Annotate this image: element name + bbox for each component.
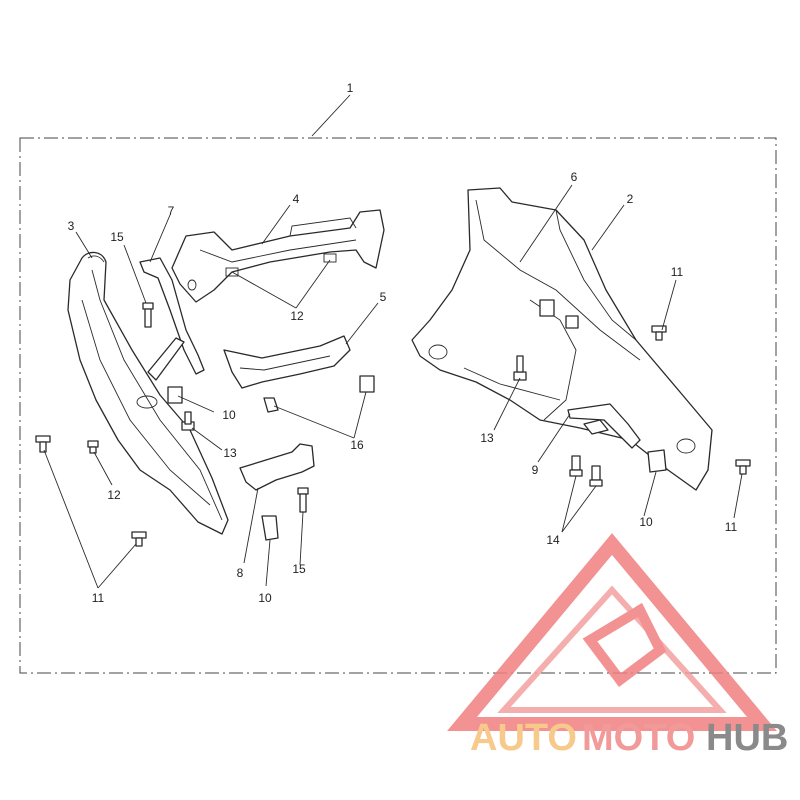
callout-14: 14	[546, 533, 560, 547]
screw-15-upper	[142, 302, 154, 328]
callout-15-a: 15	[110, 230, 124, 244]
screw-12-left	[87, 440, 99, 454]
nut-16	[359, 375, 375, 393]
watermark-logo	[447, 533, 777, 731]
callout-11-a: 11	[92, 591, 105, 605]
clip-6	[539, 299, 555, 317]
screw-14-a	[569, 455, 583, 477]
right-side-panel	[411, 187, 713, 491]
callout-12-b: 12	[290, 309, 304, 323]
callout-13-b: 13	[480, 431, 494, 445]
screw-15-lower	[297, 487, 309, 513]
watermark-auto: AUTO	[470, 717, 577, 759]
watermark-moto: MOTO	[582, 717, 695, 759]
inner-panel	[223, 335, 351, 389]
callout-9: 9	[532, 463, 539, 477]
clip-10-left	[167, 386, 183, 404]
screw-13-left	[181, 411, 195, 431]
upper-cowl	[171, 209, 385, 303]
screw-11-left-a	[35, 435, 51, 453]
callout-15-b: 15	[292, 562, 306, 576]
screw-13-right	[513, 355, 527, 381]
callout-6: 6	[571, 170, 578, 184]
screw-11-right-a	[651, 325, 667, 341]
callout-13-a: 13	[223, 446, 237, 460]
callout-16: 16	[350, 438, 364, 452]
callout-11-b: 11	[671, 265, 684, 279]
callout-1: 1	[347, 81, 354, 95]
callout-7: 7	[168, 204, 175, 218]
screw-11-right-b	[735, 459, 751, 475]
screw-11-left-b	[131, 531, 147, 547]
callout-5: 5	[380, 290, 387, 304]
callout-10-a: 10	[222, 408, 236, 422]
screw-14-b	[589, 465, 603, 487]
callout-12-a: 12	[107, 488, 121, 502]
bracket-8	[239, 443, 315, 491]
bracket-7	[139, 257, 205, 381]
callout-2: 2	[627, 192, 634, 206]
callout-11-c: 11	[725, 520, 738, 534]
callout-10-b: 10	[258, 591, 272, 605]
clip-16b	[263, 397, 279, 413]
clip-6b	[565, 315, 579, 329]
callout-4: 4	[293, 192, 300, 206]
watermark-hub: HUB	[706, 717, 788, 759]
clip-10-lower	[261, 515, 279, 541]
assembly-frame	[19, 137, 777, 674]
callout-10-c: 10	[639, 515, 653, 529]
callout-8: 8	[237, 566, 244, 580]
clip-10-right	[647, 449, 667, 473]
left-side-panel	[67, 251, 229, 535]
bracket-9	[567, 403, 641, 449]
leader-lines	[43, 94, 743, 589]
callout-3: 3	[68, 219, 75, 233]
